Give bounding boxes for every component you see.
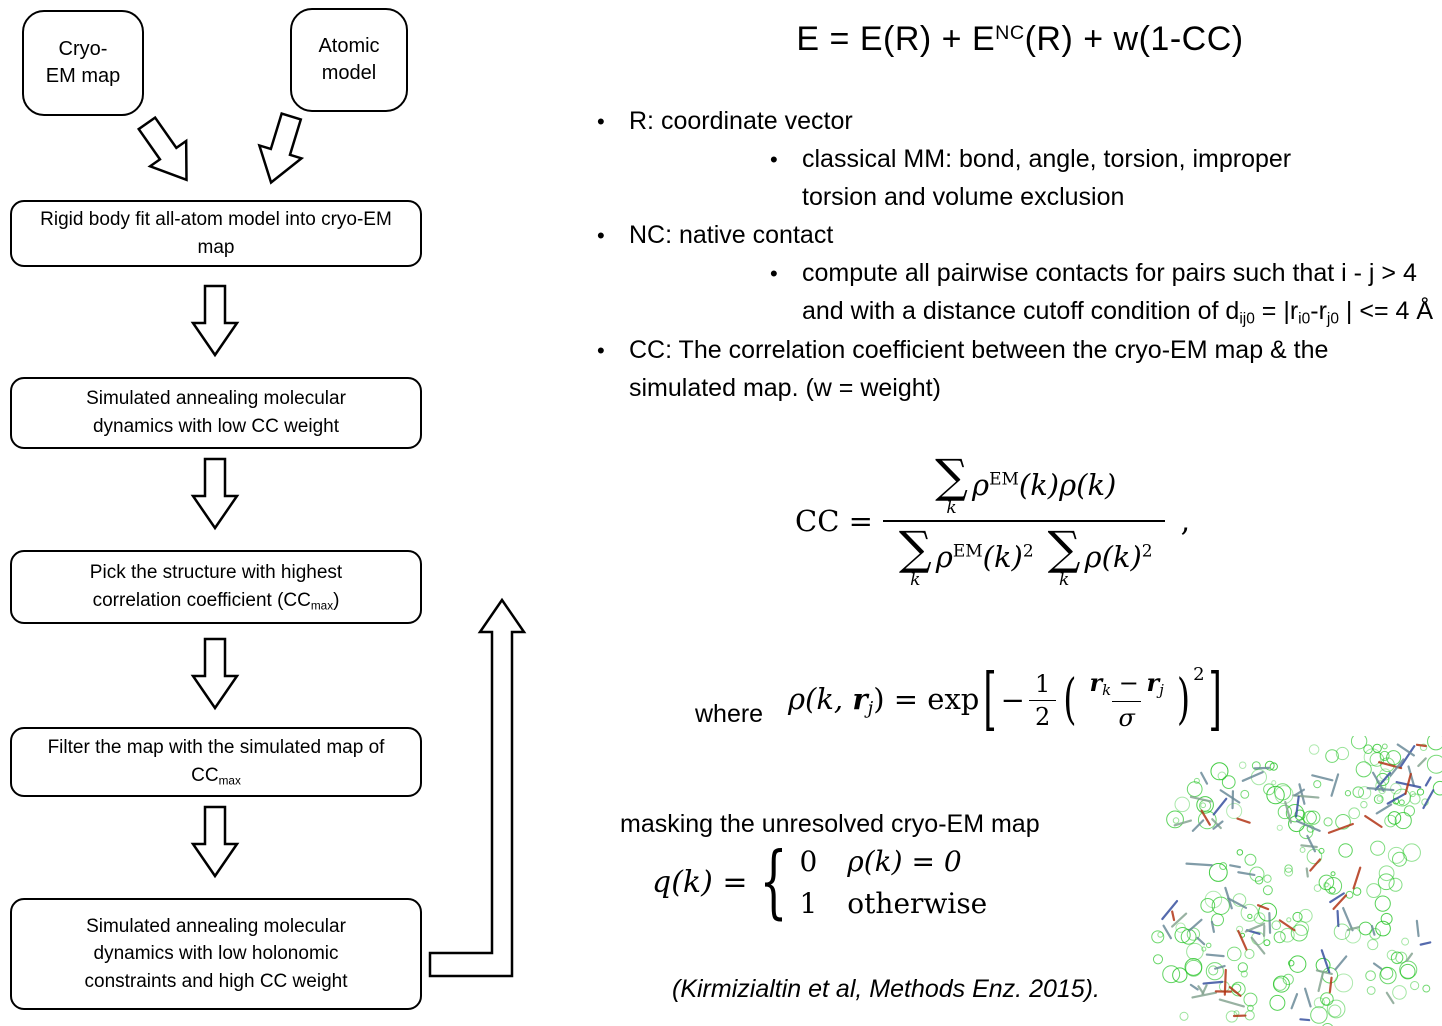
case-condition: ρ(k) = 0 [847,845,962,878]
diagonal-arrow-icon [136,115,188,182]
energy-equation-part2: (R) + w(1-CC) [1024,20,1244,58]
case-brace: { [759,836,788,929]
r-difference-numerator: rk − rj [1089,668,1164,700]
down-arrow-icon [190,637,240,711]
right-bracket: ] [1208,660,1222,741]
flow-step-rigid-body-fit: Rigid body fit all-atom model into cryo-… [10,200,422,267]
bullet-dot [770,140,802,216]
cc-equation: CC = ∑ k ρEM(k)ρ(k) ∑ k ρEM(k)2 ∑ k [795,450,1190,592]
rho-equation: ρ(k, rj) = exp [ − 1 2 ( rk − rj σ ) 2 ] [788,660,1226,740]
sum-symbol: ∑ k [935,449,968,518]
flow-step-label: Simulated annealing molecular dynamics w… [84,915,348,992]
where-label: where [695,700,764,728]
cc-denominator-body2: ρ(k)2 [1084,540,1153,574]
case-value: 1 [799,887,818,920]
down-arrow-icon [190,284,240,358]
flow-step-label: Simulated annealing molecular dynamics w… [86,388,346,437]
bullet-cc: CC: The correlation coefficient between … [597,331,1367,407]
minus-sign: − [1000,683,1025,718]
mask-equation: q(k) = { 0 ρ(k) = 0 1 otherwise [652,837,987,929]
mask-equation-lhs: q(k) = [652,865,748,900]
bullet-r-detail-text: classical MM: bond, angle, torsion, impr… [802,145,1292,211]
citation: (Kirmizialtin et al, Methods Enz. 2015). [672,975,1100,1003]
flow-source-label-line1: Cryo- [58,38,108,60]
bullet-dot [597,216,629,254]
bullet-r-detail: classical MM: bond, angle, torsion, impr… [770,140,1370,216]
sum-symbol: ∑ k [898,521,932,590]
cc-numerator: ∑ k ρEM(k)ρ(k) [919,450,1128,520]
flow-step-pick-structure: Pick the structure with highest correlat… [10,550,422,624]
loop-back-arrow-icon [428,597,527,978]
bullet-nc: NC: native contact [597,216,1442,254]
rho-lhs: ρ(k, rj) = exp [788,681,980,719]
case-row: 1 otherwise [799,887,987,920]
case-value: 0 [799,845,818,878]
bullet-cc-text: CC: The correlation coefficient between … [629,335,1329,402]
bullet-dot [597,102,629,140]
down-arrow-icon [190,805,240,879]
sigma-denominator: σ [1112,700,1141,733]
case-condition: otherwise [847,887,988,920]
sum-symbol: ∑ k [1047,521,1081,590]
squared-exponent: 2 [1193,663,1205,685]
bullet-r-text: R: coordinate vector [629,107,853,135]
case-row: 0 ρ(k) = 0 [799,845,987,878]
bullet-nc-detail: compute all pairwise contacts for pairs … [770,254,1442,331]
case-rows: 0 ρ(k) = 0 1 otherwise [799,845,987,920]
one-half-fraction: 1 2 [1028,669,1057,732]
bullet-dot [770,254,802,331]
cc-denominator-body1: ρEM(k)2 [935,540,1034,574]
flow-step-sa-md-low-cc: Simulated annealing molecular dynamics w… [10,377,422,449]
bullet-dot [597,331,629,407]
energy-equation-superscript: NC [995,22,1025,45]
flow-source-label-line1: Atomic [318,35,380,57]
energy-equation: E = E(R) + ENC(R) + w(1-CC) [600,20,1440,59]
flow-step-label: Rigid body fit all-atom model into cryo-… [40,208,392,258]
down-arrow-icon [190,457,240,531]
cc-fraction: ∑ k ρEM(k)ρ(k) ∑ k ρEM(k)2 ∑ k ρ(k)2 [882,450,1165,592]
flow-source-label-line2: EM map [45,65,121,87]
flow-source-cryo-em-map: Cryo- EM map [22,10,144,116]
energy-equation-part1: E = E(R) + E [796,20,996,58]
cc-numerator-body: ρEM(k)ρ(k) [972,468,1117,502]
cc-equation-lhs: CC = [795,504,873,538]
definition-list: R: coordinate vector classical MM: bond,… [597,102,1442,407]
flow-step-label: Filter the map with the simulated map of… [47,737,385,788]
flow-source-atomic-model: Atomic model [290,8,408,112]
bullet-r: R: coordinate vector [597,102,1442,140]
bullet-nc-text: NC: native contact [629,221,834,249]
molecule-image [1151,736,1442,1026]
flow-source-label-line2: model [321,62,377,84]
bullet-nc-detail-text: compute all pairwise contacts for pairs … [802,259,1434,328]
cc-denominator: ∑ k ρEM(k)2 ∑ k ρ(k)2 [882,520,1165,592]
flow-step-sa-md-high-cc: Simulated annealing molecular dynamics w… [10,898,422,1010]
masking-label: masking the unresolved cryo-EM map [620,810,1040,838]
left-paren: ( [1063,668,1077,733]
diagonal-arrow-icon [257,112,305,185]
right-paren: ) [1176,668,1191,733]
cc-equation-comma: , [1180,503,1191,539]
r-difference-fraction: rk − rj σ [1084,668,1170,733]
flow-step-filter-map: Filter the map with the simulated map of… [10,727,422,797]
left-bracket: [ [983,660,997,741]
flow-step-label: Pick the structure with highest correlat… [89,562,343,613]
